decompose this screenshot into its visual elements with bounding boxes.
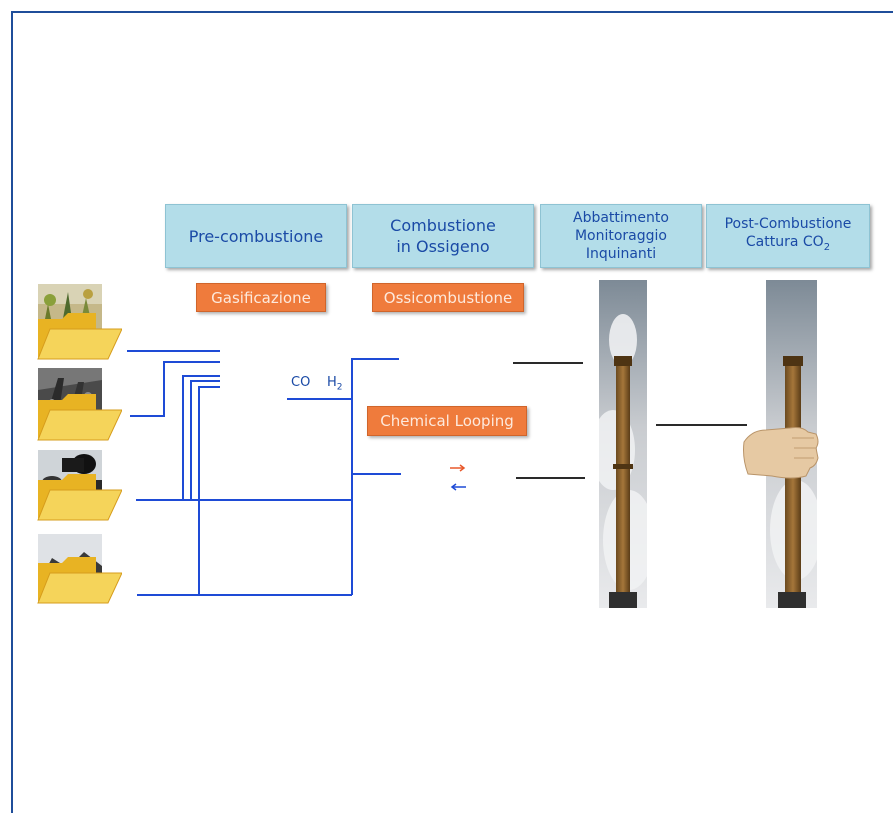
line-fuel-4-rise [199,387,220,595]
looping-arrows [450,465,466,490]
line-fuel-3-rise-b [191,381,220,500]
chimney-stack [599,280,647,608]
line-fuel-3-rise-a [183,376,220,500]
folder-icon [36,555,122,605]
line-fuel-2 [130,362,220,416]
folder-icon [36,472,122,522]
line-trunk [352,359,399,595]
hand-gripping-chimney [742,418,820,480]
folder-icon [36,311,122,361]
flow-lines [0,0,893,790]
folder-icon [36,392,122,442]
